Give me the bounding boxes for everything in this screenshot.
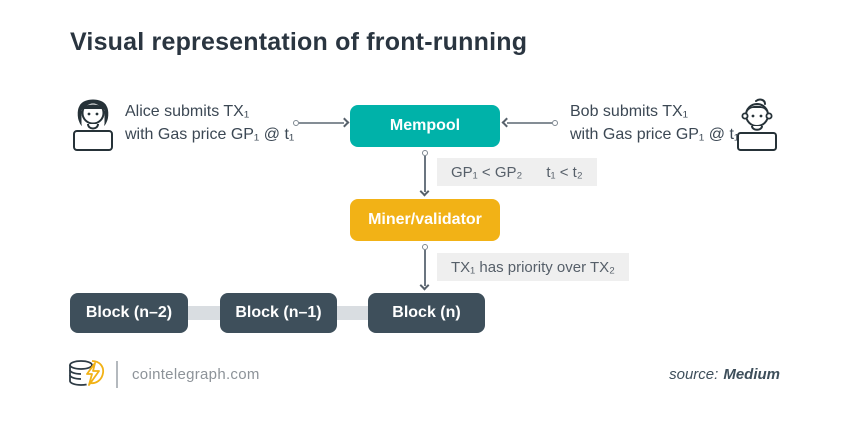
gas-price-condition-label: GP₁ < GP₂ t₁ < t₂ <box>437 158 597 186</box>
miner-validator-node: Miner/validator <box>350 199 500 241</box>
alice-caption: Alice submits TX₁ with Gas price GP₁ @ t… <box>125 100 294 146</box>
source-credit: source:Medium <box>669 366 780 383</box>
block-connector <box>335 306 370 320</box>
alice-caption-line1: Alice submits TX₁ <box>125 103 250 120</box>
site-url: cointelegraph.com <box>132 366 260 383</box>
bob-caption-line1: Bob submits TX₁ <box>570 103 689 120</box>
block-n: Block (n) <box>368 293 485 333</box>
gas-price-condition-part2: t₁ < t₂ <box>546 163 583 181</box>
priority-label: TX₁ has priority over TX₂ <box>437 253 629 281</box>
source-prefix: source: <box>669 366 719 383</box>
source-name: Medium <box>723 366 780 383</box>
bob-caption-line2: with Gas price GP₁ @ t₁ <box>570 126 740 143</box>
cointelegraph-logo-icon <box>69 360 105 386</box>
alice-caption-line2: with Gas price GP₁ @ t₁ <box>125 126 295 143</box>
block-n-minus-1: Block (n–1) <box>220 293 337 333</box>
mempool-node: Mempool <box>350 105 500 147</box>
block-n-minus-2: Block (n–2) <box>70 293 188 333</box>
block-connector <box>186 306 222 320</box>
footer-divider <box>116 361 118 388</box>
bob-avatar-icon <box>737 98 777 151</box>
alice-avatar-icon <box>73 99 113 151</box>
page-title: Visual representation of front-running <box>70 28 528 56</box>
bob-caption: Bob submits TX₁ with Gas price GP₁ @ t₁ <box>570 100 739 146</box>
gas-price-condition-part1: GP₁ < GP₂ <box>451 163 523 181</box>
